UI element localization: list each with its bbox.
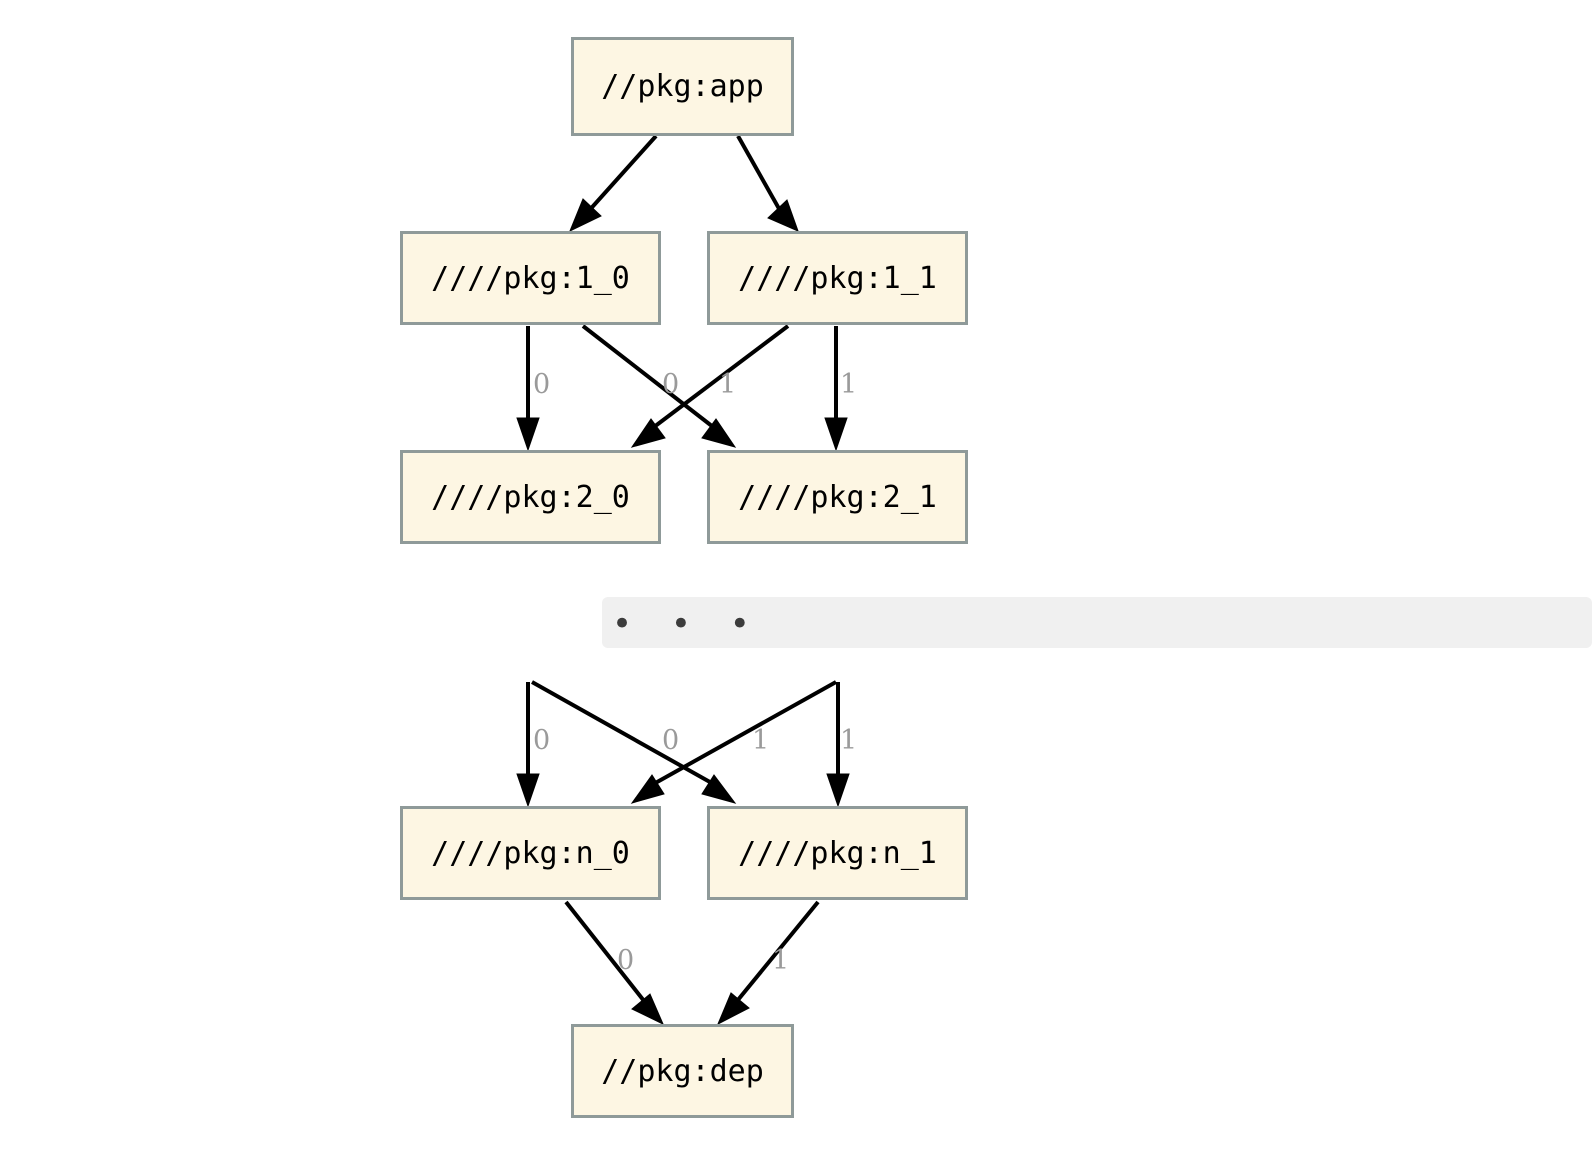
node-label: ////pkg:n_0 (431, 835, 630, 871)
edge-label-trunc-n_1-a: 0 (662, 725, 680, 756)
node-pkg-dep[interactable]: //pkg:dep (571, 1024, 794, 1118)
arrowhead-icon (569, 198, 602, 233)
edge-label-n_1-dep: 1 (772, 945, 790, 976)
arrowhead-icon (516, 417, 540, 452)
node-label: //pkg:app (601, 69, 764, 104)
edge-label-1_1-2_0: 1 (719, 369, 737, 400)
edge-label-trunc-n_0-b: 1 (752, 725, 770, 756)
node-pkg-n-1[interactable]: ////pkg:n_1 (707, 806, 968, 900)
truncation-band (602, 597, 1592, 648)
arrowhead-icon (630, 418, 666, 448)
arrowhead-icon (826, 773, 850, 808)
edge-label-1_0-2_0: 0 (533, 369, 551, 400)
arrowhead-icon (516, 773, 540, 808)
arrowhead-icon (701, 418, 737, 448)
node-label: //pkg:dep (601, 1053, 764, 1089)
node-label: ////pkg:2_0 (431, 479, 630, 515)
edge-label-n_0-dep: 0 (617, 945, 635, 976)
edge-label-1_1-2_1: 1 (840, 369, 858, 400)
arrowhead-icon (630, 774, 665, 804)
edge-1_0-to-2_1 (581, 324, 737, 448)
edge-label-trunc-n_0-a: 0 (533, 725, 551, 756)
node-label: ////pkg:1_1 (738, 260, 937, 296)
node-pkg-1-1[interactable]: ////pkg:1_1 (707, 231, 968, 325)
node-pkg-1-0[interactable]: ////pkg:1_0 (400, 231, 661, 325)
node-label: ////pkg:1_0 (431, 260, 630, 296)
edge-n_0-to-dep (564, 900, 664, 1026)
arrowhead-icon (824, 417, 848, 452)
node-pkg-app[interactable]: //pkg:app (571, 37, 794, 136)
edge-app-to-1_0 (569, 134, 658, 233)
arrowhead-icon (717, 992, 750, 1026)
node-pkg-n-0[interactable]: ////pkg:n_0 (400, 806, 661, 900)
arrowhead-icon (767, 199, 799, 232)
edge-app-to-1_1 (736, 135, 799, 232)
edge-label-trunc-n_1-b: 1 (840, 725, 858, 756)
ellipsis-indicator: • • • (612, 604, 764, 644)
edge-n_1-to-dep (717, 900, 820, 1026)
node-label: ////pkg:n_1 (738, 835, 937, 871)
arrowhead-icon (631, 993, 664, 1026)
edge-label-1_0-2_1: 0 (662, 369, 680, 400)
node-pkg-2-0[interactable]: ////pkg:2_0 (400, 450, 661, 544)
edge-1_1-to-2_0 (630, 324, 790, 448)
arrowhead-icon (701, 774, 737, 804)
node-label: ////pkg:2_1 (738, 479, 937, 515)
node-pkg-2-1[interactable]: ////pkg:2_1 (707, 450, 968, 544)
edge-truncated-to-n_1-a (531, 680, 737, 804)
